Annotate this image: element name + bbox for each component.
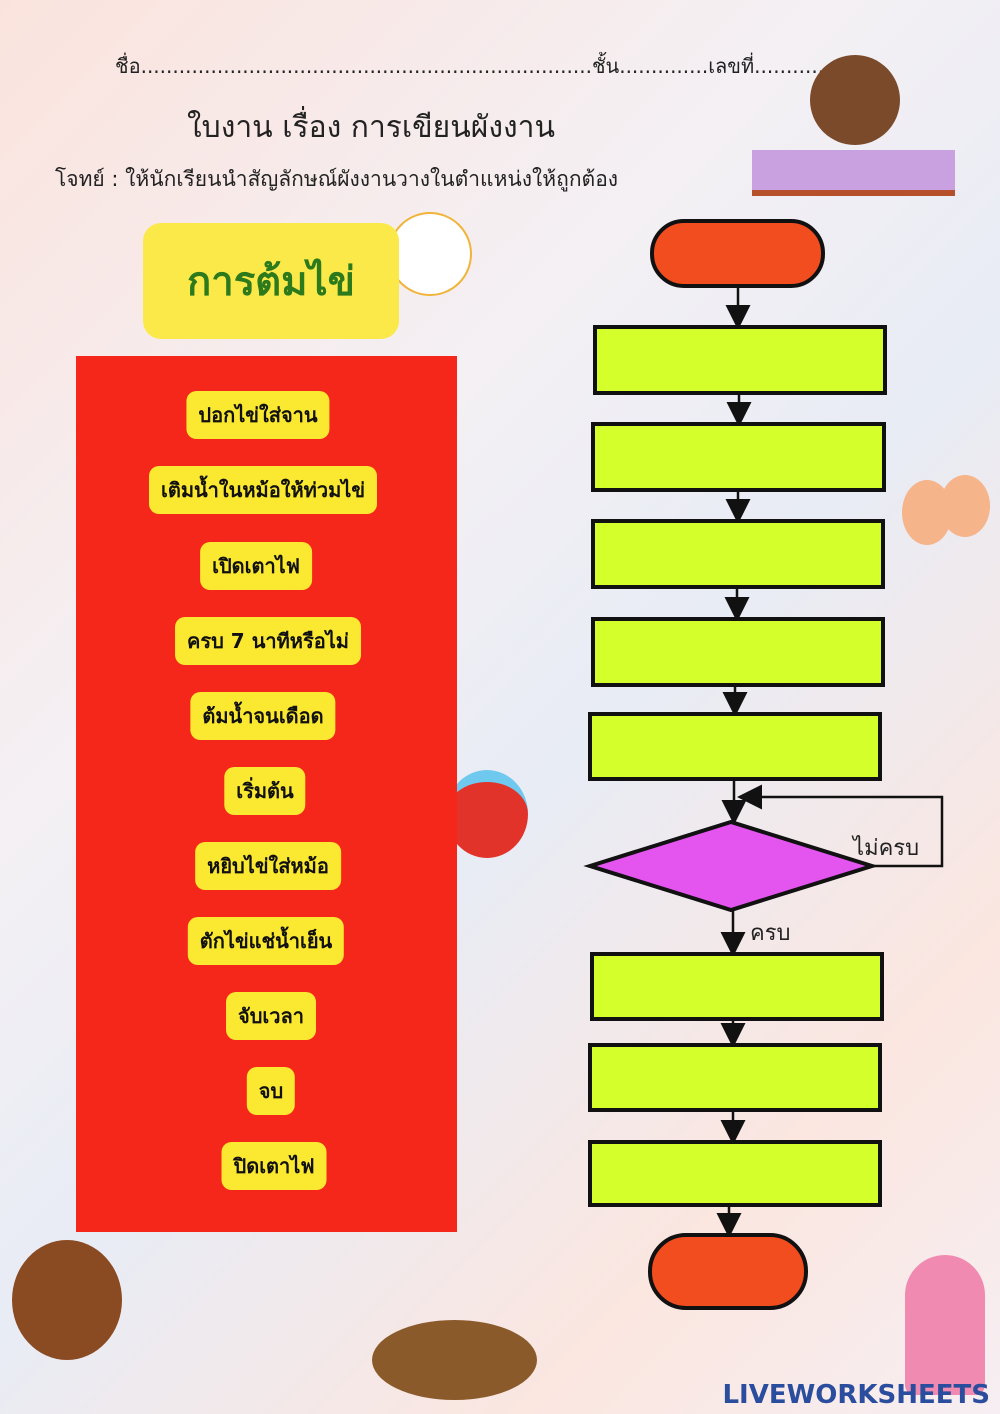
draggable-answer-card[interactable]: จบ	[246, 1067, 296, 1115]
draggable-answer-card[interactable]: ครบ 7 นาทีหรือไม่	[175, 617, 361, 665]
process-slot-6[interactable]	[590, 952, 884, 1021]
desk-illustration	[752, 150, 955, 196]
name-class-number-line: ชื่อ....................................…	[115, 54, 831, 78]
yes-branch-label: ครบ	[750, 921, 791, 946]
boy-laptop-illustration	[12, 1240, 122, 1360]
draggable-answer-card[interactable]: ปอกไข่ใส่จาน	[186, 391, 330, 439]
topic-title: การต้มไข่	[187, 259, 355, 305]
draggable-answer-card[interactable]: เติมน้ำในหม้อให้ท่วมไข่	[148, 466, 378, 514]
pot-illustration	[446, 770, 528, 858]
end-terminal-slot[interactable]	[648, 1233, 808, 1310]
no-branch-label: ไม่ครบ	[853, 836, 920, 861]
draggable-answer-card[interactable]: เปิดเตาไฟ	[200, 542, 312, 590]
process-slot-7[interactable]	[588, 1043, 882, 1112]
start-terminal-slot[interactable]	[650, 219, 825, 288]
decision-slot[interactable]	[583, 819, 879, 913]
process-slot-1[interactable]	[593, 325, 887, 395]
draggable-answer-card[interactable]: ตักไข่แช่น้ำเย็น	[187, 917, 345, 965]
egg-basket-illustration	[372, 1320, 537, 1400]
instruction: โจทย์ : ให้นักเรียนนำสัญลักษณ์ผังงานวางใ…	[55, 167, 619, 191]
worksheet-title: ใบงาน เรื่อง การเขียนผังงาน	[187, 110, 555, 145]
topic-title-box: การต้มไข่	[143, 223, 399, 339]
process-slot-2[interactable]	[591, 422, 886, 492]
draggable-answer-card[interactable]: หยิบไข่ใส่หม้อ	[195, 842, 341, 890]
process-slot-4[interactable]	[591, 617, 885, 687]
girl-reading-illustration	[810, 55, 900, 145]
process-slot-3[interactable]	[591, 519, 885, 589]
process-slot-5[interactable]	[588, 712, 882, 781]
draggable-answer-card[interactable]: ต้มน้ำจนเดือด	[190, 692, 336, 740]
teacher-illustration	[905, 1255, 985, 1395]
liveworksheets-logo: LIVEWORKSHEETS	[722, 1380, 990, 1410]
eggs-illustration-2	[940, 475, 990, 537]
draggable-answer-card[interactable]: ปิดเตาไฟ	[221, 1142, 327, 1190]
draggable-answer-card[interactable]: เริ่มต้น	[224, 767, 306, 815]
process-slot-8[interactable]	[588, 1140, 882, 1207]
chick-egg-illustration	[388, 212, 472, 296]
loop-arrow	[737, 784, 944, 868]
draggable-answer-card[interactable]: จับเวลา	[226, 992, 316, 1040]
